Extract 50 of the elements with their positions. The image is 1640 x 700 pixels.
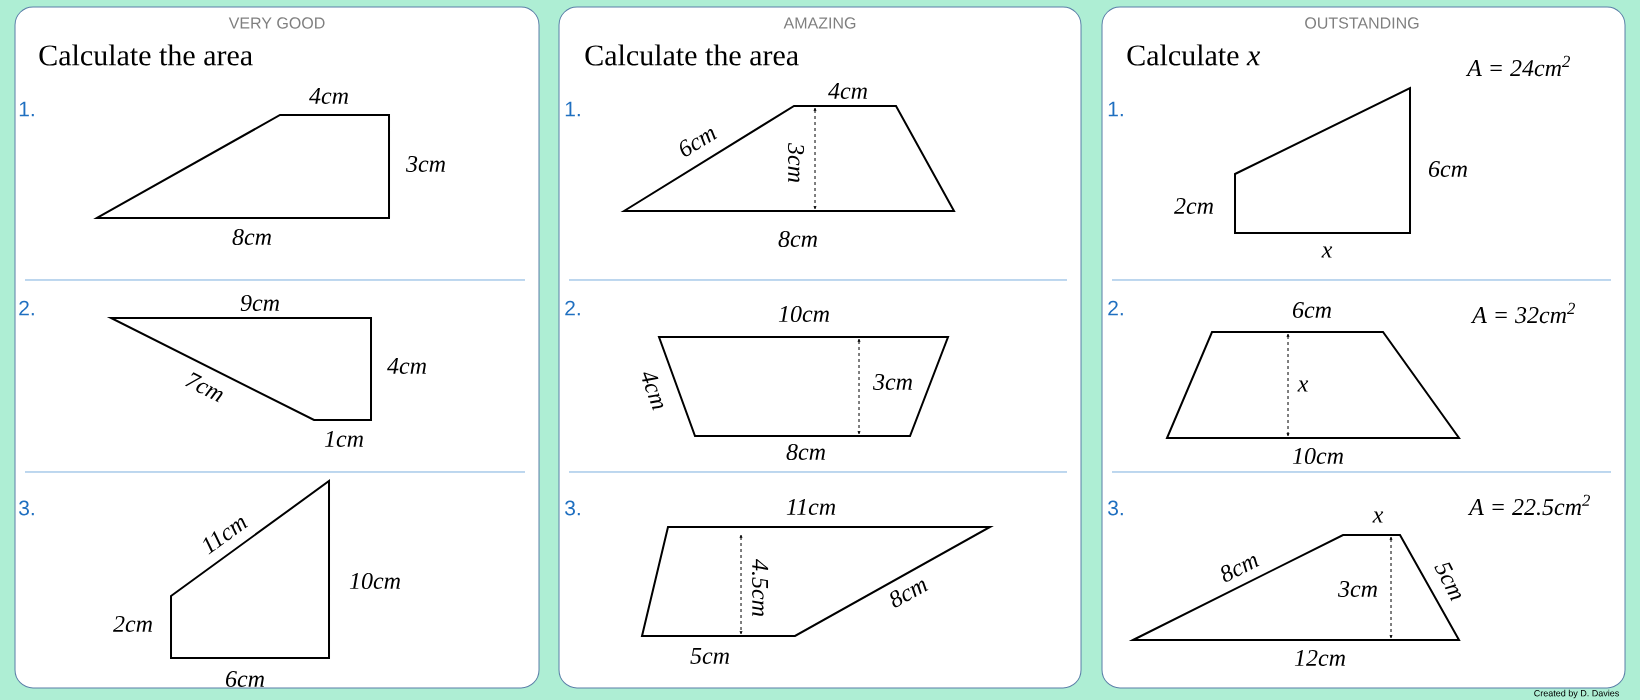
dimension-label: 9cm [240,294,279,312]
question-number: 1. [565,101,580,117]
dimension-label: 1cm [324,430,363,448]
trapezium-shape [1234,86,1411,234]
dimension-label: 8cm [778,230,817,248]
dimension-label: 11cm [786,498,836,516]
dimension-label: 10cm [1292,447,1343,465]
dimension-label: A = 22.5cm$^{2}$ [1467,494,1590,516]
dimension-label: 2cm [1174,197,1213,215]
dimension-label: 4cm [828,83,867,99]
dimension-label: 4cm [387,358,426,374]
dimension-label: 6cm [226,670,264,688]
question-title: Calculate x [1127,44,1261,66]
question-number: 3. [565,500,580,516]
dimension-label: 8cm [890,580,929,608]
dimension-label: 6cm [680,129,718,157]
level-heading: OUTSTANDING [1305,17,1419,29]
dimension-label: 7cm [184,372,223,403]
dimension-label: x [1372,511,1384,523]
question-number: 3. [19,500,34,516]
dimension-label: A = 24cm$^{2}$ [1465,55,1570,77]
dimension-label: x [1321,246,1333,258]
dimension-label: 8cm [1221,556,1260,582]
question-title: Calculate the area [39,44,253,66]
question-number: 2. [19,300,34,316]
question-title: Calculate the area [585,44,799,66]
dimension-label: 5cm [690,648,729,664]
question-number: 3. [1108,500,1123,516]
question-number: 1. [1108,101,1123,117]
trapezium-shape [170,479,330,659]
dimension-label: 4cm [642,372,664,411]
dimension-label: 8cm [786,443,825,461]
credit-text: Created by D. Davies [1534,689,1619,699]
question-number: 2. [1108,300,1123,316]
dimension-label: 12cm [1294,649,1345,667]
level-heading: AMAZING [783,17,856,29]
question-number: 2. [565,300,580,316]
question-number: 1. [19,101,34,117]
dimension-label: 6cm [1293,301,1331,319]
level-heading: VERY GOOD [228,17,325,29]
dimension-label: 6cm [1429,160,1467,178]
dimension-label: 10cm [778,305,829,323]
dimension-label: 10cm [349,572,400,590]
dimension-label: 5cm [1434,562,1461,602]
dimension-label: A = 32cm$^{2}$ [1470,302,1575,324]
dimension-label: 4cm [309,88,348,104]
dimension-label: 11cm [203,517,248,555]
dimension-label: 2cm [113,615,152,633]
dimension-label: 8cm [232,228,271,246]
dimension-label: 3cm [406,155,445,173]
